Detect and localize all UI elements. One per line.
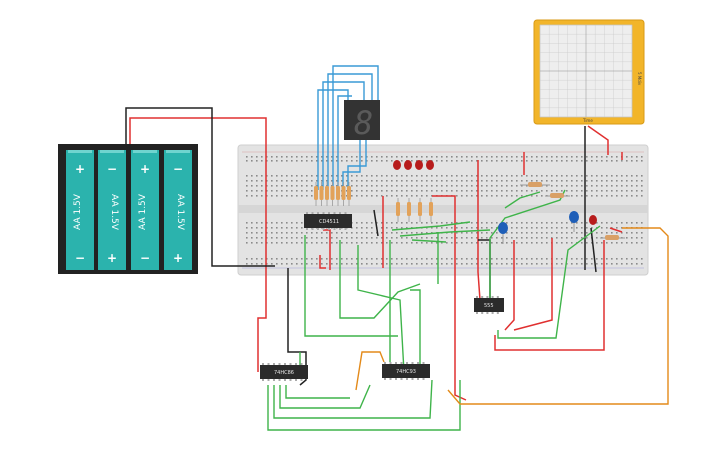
scope-y-label: 5 Mdiv — [637, 72, 642, 86]
capacitors[interactable] — [498, 211, 579, 244]
chip-xor-label: 74HC86 — [274, 370, 294, 376]
battery-top-sign: − — [107, 162, 117, 176]
chip-counter[interactable]: 74HC93 — [382, 362, 430, 380]
display-digit: 8 — [354, 104, 373, 142]
led-row[interactable] — [393, 160, 597, 225]
wires-green[interactable] — [267, 189, 601, 431]
battery-pack[interactable]: + − AA 1.5V − + AA 1.5V + − AA 1.5V − + AA 1.5V — [58, 144, 198, 274]
chip-counter-label: 74HC93 — [396, 369, 416, 375]
wires-red[interactable] — [129, 117, 623, 401]
battery-cell: + − AA 1.5V — [66, 150, 94, 270]
battery-bottom-sign: + — [173, 251, 183, 265]
resistor-bank — [314, 182, 351, 206]
chip-timer[interactable]: 555 — [474, 296, 504, 314]
battery-cell-label: AA 1.5V — [73, 193, 83, 230]
battery-cell: − + AA 1.5V — [98, 150, 126, 270]
led-single — [589, 215, 597, 225]
battery-top-sign: − — [173, 162, 183, 176]
battery-top-sign: + — [75, 162, 85, 176]
scope-x-label: Time — [582, 118, 593, 123]
chip-xor[interactable]: 74HC86 — [260, 363, 308, 381]
timing-resistors — [520, 182, 625, 240]
chip-timer-label: 555 — [484, 303, 494, 309]
chip-decoder[interactable]: CD4511 — [304, 212, 352, 230]
breadboard[interactable] — [237, 144, 649, 276]
battery-cell-label: AA 1.5V — [138, 193, 148, 230]
seven-segment-display[interactable]: 8 — [344, 100, 380, 142]
wires-blue[interactable] — [317, 65, 379, 190]
battery-bottom-sign: − — [75, 251, 85, 265]
battery-bottom-sign: + — [107, 251, 117, 265]
resistor-bank-leds — [396, 198, 433, 222]
battery-cell: + − AA 1.5V — [131, 150, 159, 270]
battery-bottom-sign: − — [140, 251, 150, 265]
battery-cell-label: AA 1.5V — [175, 194, 185, 231]
oscilloscope[interactable]: 5 Mdiv Time — [533, 19, 645, 125]
battery-cell-label: AA 1.5V — [109, 194, 119, 231]
chip-decoder-label: CD4511 — [319, 219, 339, 225]
wires-orange[interactable] — [355, 227, 669, 405]
battery-top-sign: + — [140, 162, 150, 176]
battery-cell: − + AA 1.5V — [164, 150, 192, 270]
